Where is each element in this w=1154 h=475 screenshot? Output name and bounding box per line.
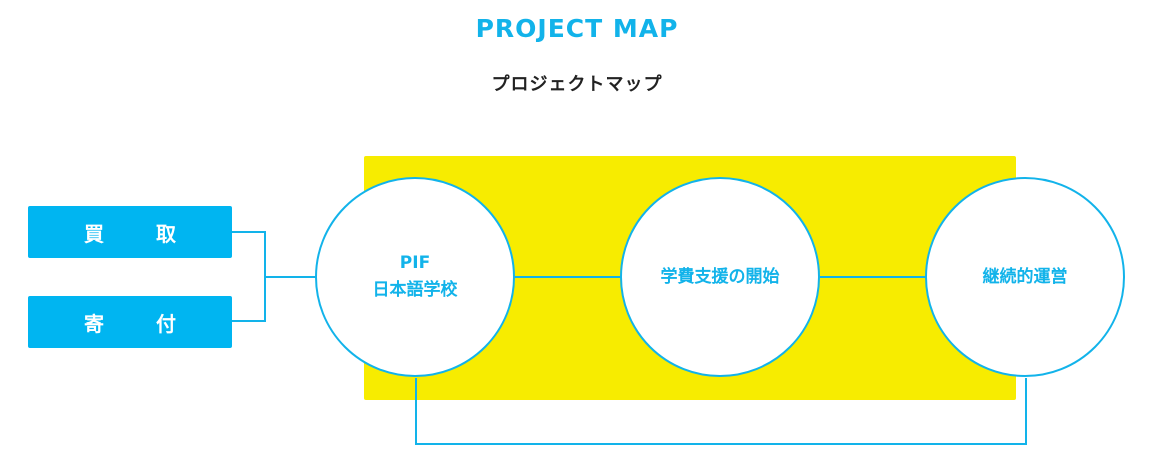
stage-continuous-operation[interactable]: 継続的運営	[925, 177, 1125, 377]
source-box-kaitori[interactable]: 買 取	[28, 206, 232, 258]
source-label-char: 買	[84, 221, 104, 246]
stage-tuition-support[interactable]: 学費支援の開始	[620, 177, 820, 377]
connector-loop-back	[415, 378, 1027, 445]
stage-label: 学費支援の開始	[660, 266, 780, 287]
source-label-char: 寄	[84, 311, 104, 336]
stage-label: PIF	[399, 253, 431, 273]
page-title: PROJECT MAP	[475, 14, 679, 43]
stage-label: 日本語学校	[372, 280, 458, 300]
source-label-char: 付	[156, 311, 176, 336]
connector-kaitori	[232, 231, 266, 322]
source-label-char: 取	[156, 221, 176, 246]
stage-label: 継続的運営	[982, 266, 1068, 287]
page-subtitle: プロジェクトマップ	[491, 74, 663, 95]
source-box-kifu[interactable]: 寄 付	[28, 296, 232, 348]
stage-pif-school[interactable]: PIF 日本語学校	[315, 177, 515, 377]
